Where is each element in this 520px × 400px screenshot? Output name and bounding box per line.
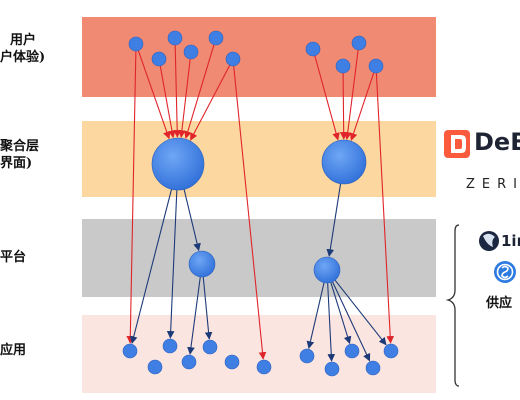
oneinch-logo-icon bbox=[479, 231, 499, 251]
edge-u6-to-A1 bbox=[190, 64, 231, 141]
supply-bracket bbox=[445, 224, 460, 387]
oneinch-brand-text: 1in bbox=[501, 232, 520, 250]
aggregation-layer-label-line-2: 界面) bbox=[0, 156, 33, 171]
edge-u5-to-A1 bbox=[184, 44, 215, 139]
supply-side-label: 供应 bbox=[486, 296, 513, 311]
debank-logo-icon bbox=[444, 130, 470, 158]
edge-u2-to-A1 bbox=[159, 65, 176, 139]
platform-layer-label-line-1: 平台 bbox=[0, 250, 27, 265]
node-u3 bbox=[167, 30, 183, 46]
edge-u8-to-A2 bbox=[339, 72, 348, 140]
zerion-brand-text: ZERI bbox=[466, 177, 520, 192]
edge-u1-to-a1 bbox=[126, 50, 137, 344]
node-a11 bbox=[365, 360, 381, 376]
edge-P2-to-a9 bbox=[327, 282, 336, 362]
debank-brand-text: DeB bbox=[474, 128, 520, 156]
edge-u4-to-A1 bbox=[178, 58, 191, 138]
edge-A1-to-a1 bbox=[129, 189, 173, 344]
edge-u6-to-a7 bbox=[233, 65, 267, 360]
edge-u1-to-A1 bbox=[137, 50, 171, 140]
node-u4 bbox=[183, 44, 199, 60]
aggregation-layer-label: 聚合层 界面) bbox=[0, 138, 39, 172]
node-a9 bbox=[324, 361, 340, 377]
app-layer-label-line-1: 应用 bbox=[0, 343, 27, 358]
node-a8 bbox=[299, 348, 315, 364]
user-layer-label-line-2: 户体验) bbox=[0, 50, 46, 65]
aggregation-layer-band bbox=[82, 121, 436, 197]
node-u2 bbox=[151, 51, 167, 67]
node-P1 bbox=[188, 250, 216, 278]
node-u1 bbox=[128, 36, 144, 52]
edge-A1-to-a3 bbox=[166, 189, 178, 339]
platform-layer-band bbox=[82, 219, 436, 297]
edge-P2-to-a10 bbox=[330, 282, 352, 345]
edge-u10-to-a12 bbox=[375, 72, 395, 344]
edge-A2-to-P2 bbox=[326, 183, 342, 257]
edges-group bbox=[126, 44, 395, 362]
edge-P2-to-a8 bbox=[306, 282, 325, 349]
node-A2 bbox=[321, 139, 367, 185]
node-a12 bbox=[383, 343, 399, 359]
edge-A1-to-P1 bbox=[183, 189, 201, 252]
aggregation-layer-label-line-1: 聚合层 bbox=[0, 139, 40, 154]
node-u8 bbox=[335, 58, 351, 74]
user-layer-label-line-1: 用户 bbox=[10, 33, 37, 48]
node-a3 bbox=[162, 338, 178, 354]
user-layer-label: 用户 户体验) bbox=[0, 32, 45, 66]
edge-u3-to-A1 bbox=[173, 44, 182, 138]
node-a1 bbox=[122, 343, 138, 359]
node-P2 bbox=[313, 256, 341, 284]
node-u5 bbox=[208, 30, 224, 46]
node-a10 bbox=[344, 343, 360, 359]
edge-P1-to-a4 bbox=[187, 276, 201, 355]
node-a6 bbox=[224, 354, 240, 370]
node-a5 bbox=[202, 339, 218, 355]
edge-P2-to-a11 bbox=[332, 281, 371, 362]
platform-layer-label: 平台 bbox=[0, 249, 26, 266]
node-a4 bbox=[181, 354, 197, 370]
edge-P1-to-a5 bbox=[202, 276, 213, 340]
node-u10 bbox=[368, 58, 384, 74]
supply-coin-icon bbox=[494, 261, 516, 283]
node-a7 bbox=[256, 359, 272, 375]
node-u6 bbox=[225, 51, 241, 67]
node-u7 bbox=[305, 41, 321, 57]
node-A1 bbox=[151, 137, 205, 191]
app-layer-label: 应用 bbox=[0, 342, 26, 359]
node-a2 bbox=[147, 359, 163, 375]
node-u9 bbox=[351, 35, 367, 51]
edge-u7-to-A2 bbox=[314, 55, 340, 141]
edge-u10-to-A2 bbox=[349, 72, 375, 141]
edge-P2-to-a12 bbox=[334, 279, 387, 346]
edge-u9-to-A2 bbox=[343, 49, 359, 140]
nodes-group bbox=[122, 30, 399, 377]
